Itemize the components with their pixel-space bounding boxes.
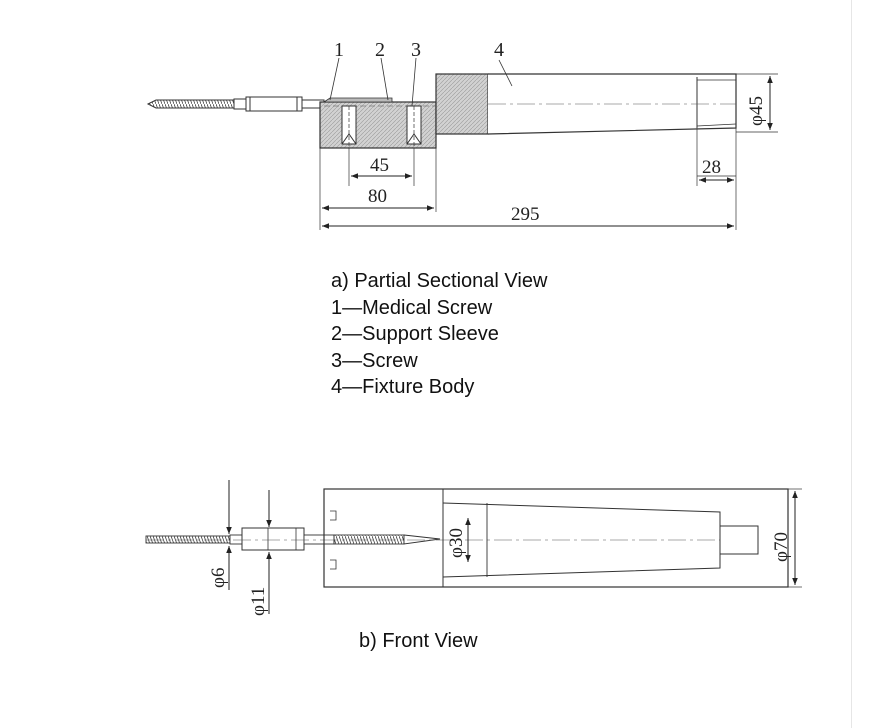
caption-a-item-1: 1—Medical Screw xyxy=(331,296,493,319)
dim-phi45: φ45 xyxy=(736,73,778,133)
front-fixture-body xyxy=(323,488,789,588)
clamp-screw-left xyxy=(341,105,357,146)
caption-b: b) Front View xyxy=(359,628,478,655)
caption-a: a) Partial Sectional View 1—Medical Scre… xyxy=(331,268,547,401)
medical-screw xyxy=(146,96,325,112)
part-leaders: 1 2 3 4 xyxy=(329,39,513,107)
fixture-body xyxy=(487,73,737,135)
dim-phi11: φ11 xyxy=(248,490,272,616)
dim-80: 80 xyxy=(319,134,437,230)
dim-phi45-label: φ45 xyxy=(746,96,767,126)
caption-a-item-4: 4—Fixture Body xyxy=(331,376,475,398)
caption-a-item-2: 2—Support Sleeve xyxy=(331,323,499,345)
dim-45-label: 45 xyxy=(370,155,389,176)
caption-a-item-3: 3—Screw xyxy=(331,349,418,372)
front-view: φ6 φ11 φ30 φ70 xyxy=(145,480,802,616)
dim-phi6: φ6 xyxy=(208,480,232,590)
dim-28-label: 28 xyxy=(702,157,721,178)
dim-80-label: 80 xyxy=(368,186,387,207)
part-label-3: 3 xyxy=(411,39,421,61)
dim-phi30-label: φ30 xyxy=(446,528,467,558)
dim-295: 295 xyxy=(322,204,734,229)
dim-phi6-label: φ6 xyxy=(208,568,229,588)
part-label-2: 2 xyxy=(375,39,385,61)
caption-a-title: a) Partial Sectional View xyxy=(331,270,548,292)
dim-28: 28 xyxy=(696,128,737,230)
page-edge-line xyxy=(851,0,852,728)
dim-phi30: φ30 xyxy=(446,518,471,562)
part-label-1: 1 xyxy=(334,39,344,61)
front-medical-screw xyxy=(145,527,720,551)
caption-b-title: b) Front View xyxy=(359,630,478,652)
dim-phi70: φ70 xyxy=(771,488,802,588)
dim-phi11-label: φ11 xyxy=(248,587,269,616)
part-label-4: 4 xyxy=(494,39,504,61)
dim-phi70-label: φ70 xyxy=(771,532,792,562)
dim-45: 45 xyxy=(348,148,415,186)
sectional-view: 1 2 3 4 φ45 45 80 xyxy=(146,39,778,230)
dim-295-label: 295 xyxy=(511,204,540,225)
clamp-screw-right xyxy=(406,105,422,146)
